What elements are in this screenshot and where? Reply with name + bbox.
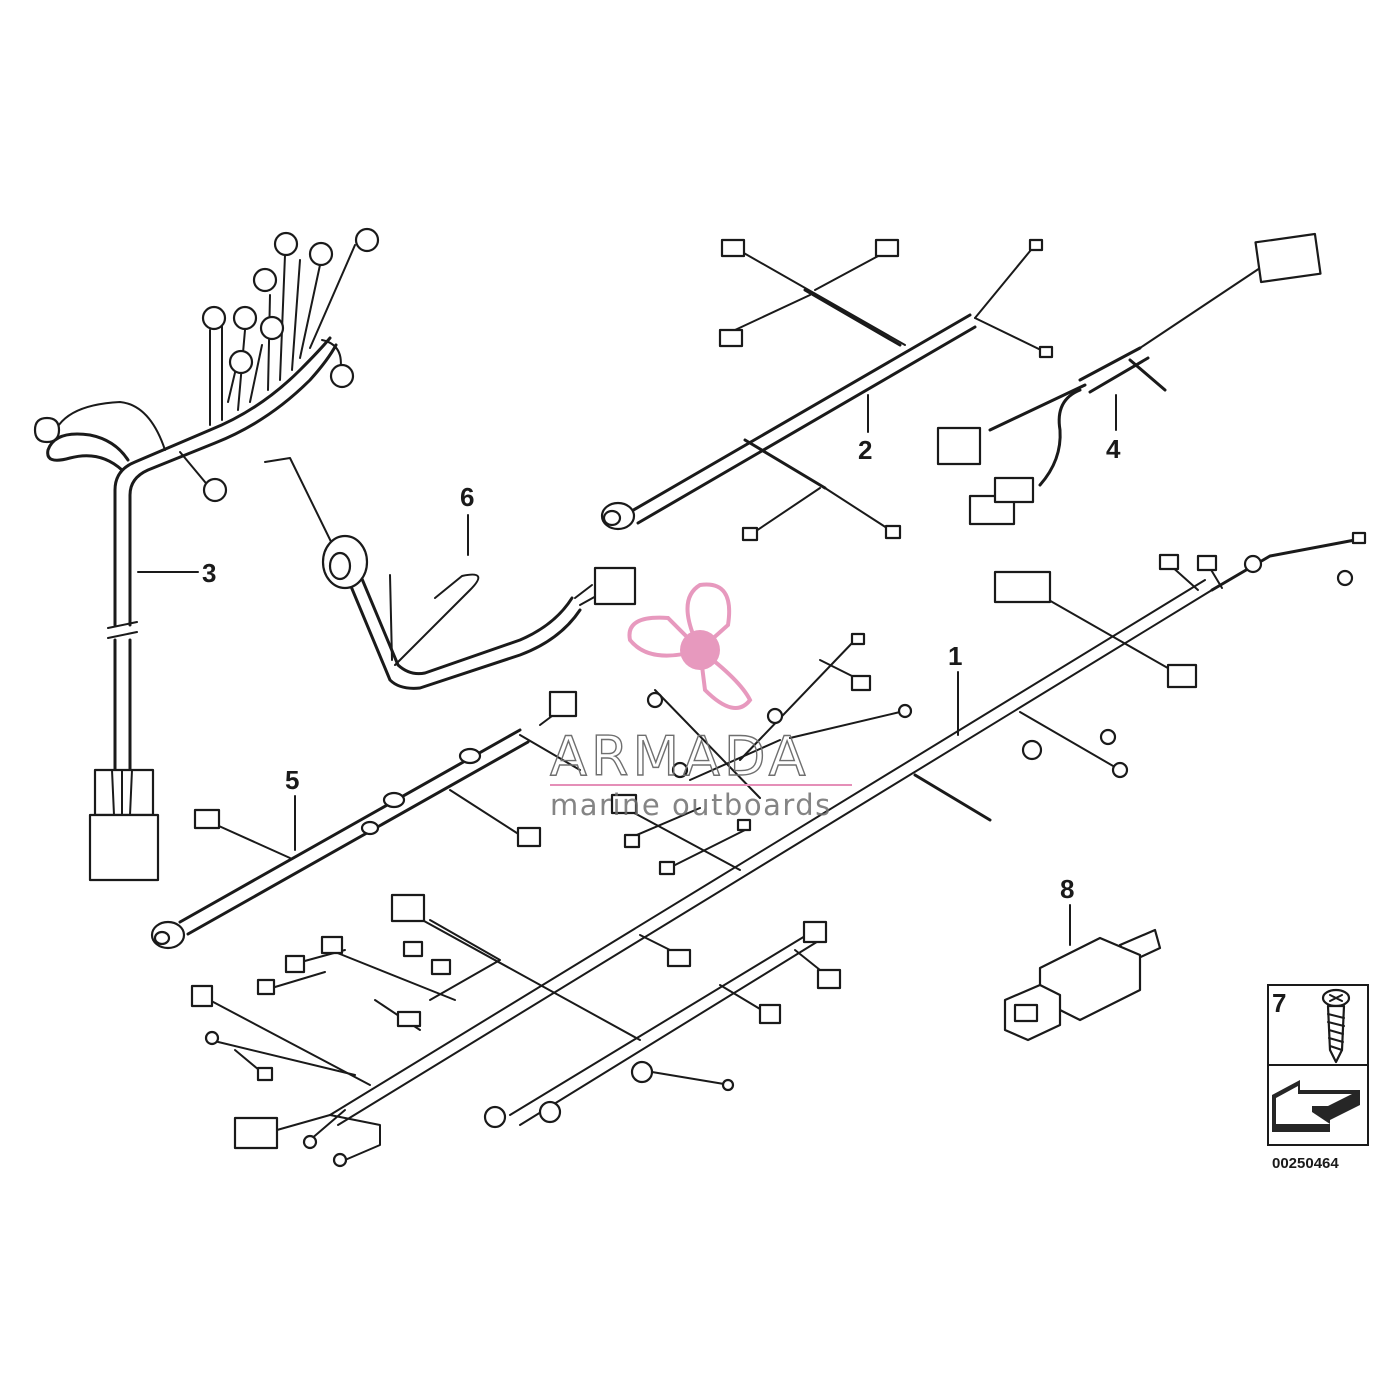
harness-part-4: 4 [936, 232, 1322, 526]
propeller-logo [627, 582, 753, 710]
harness-part-3: 3 [33, 227, 380, 882]
part-label-7: 7 [1272, 988, 1286, 1018]
watermark-tagline: marine outboards [550, 788, 832, 822]
part-label-4: 4 [1106, 434, 1121, 464]
harness-part-2: 2 [600, 238, 1054, 542]
part-label-8: 8 [1060, 874, 1074, 904]
part-label-3: 3 [202, 558, 216, 588]
reference-number: 00250464 [1272, 1155, 1339, 1172]
screw-detail-part-7: 7 00250464 [1267, 984, 1369, 1172]
part-label-1: 1 [948, 641, 962, 671]
part-label-5: 5 [285, 765, 299, 795]
adapter-part-8: 8 [1003, 874, 1162, 1042]
part-label-6: 6 [460, 482, 474, 512]
armada-watermark: ARMADA marine outboards [549, 582, 852, 822]
harness-part-1: 1 [190, 531, 1367, 1168]
part-label-2: 2 [858, 435, 872, 465]
harness-part-6: 6 [264, 457, 637, 690]
watermark-brand: ARMADA [550, 725, 810, 788]
harness-part-5: 5 [150, 690, 581, 950]
